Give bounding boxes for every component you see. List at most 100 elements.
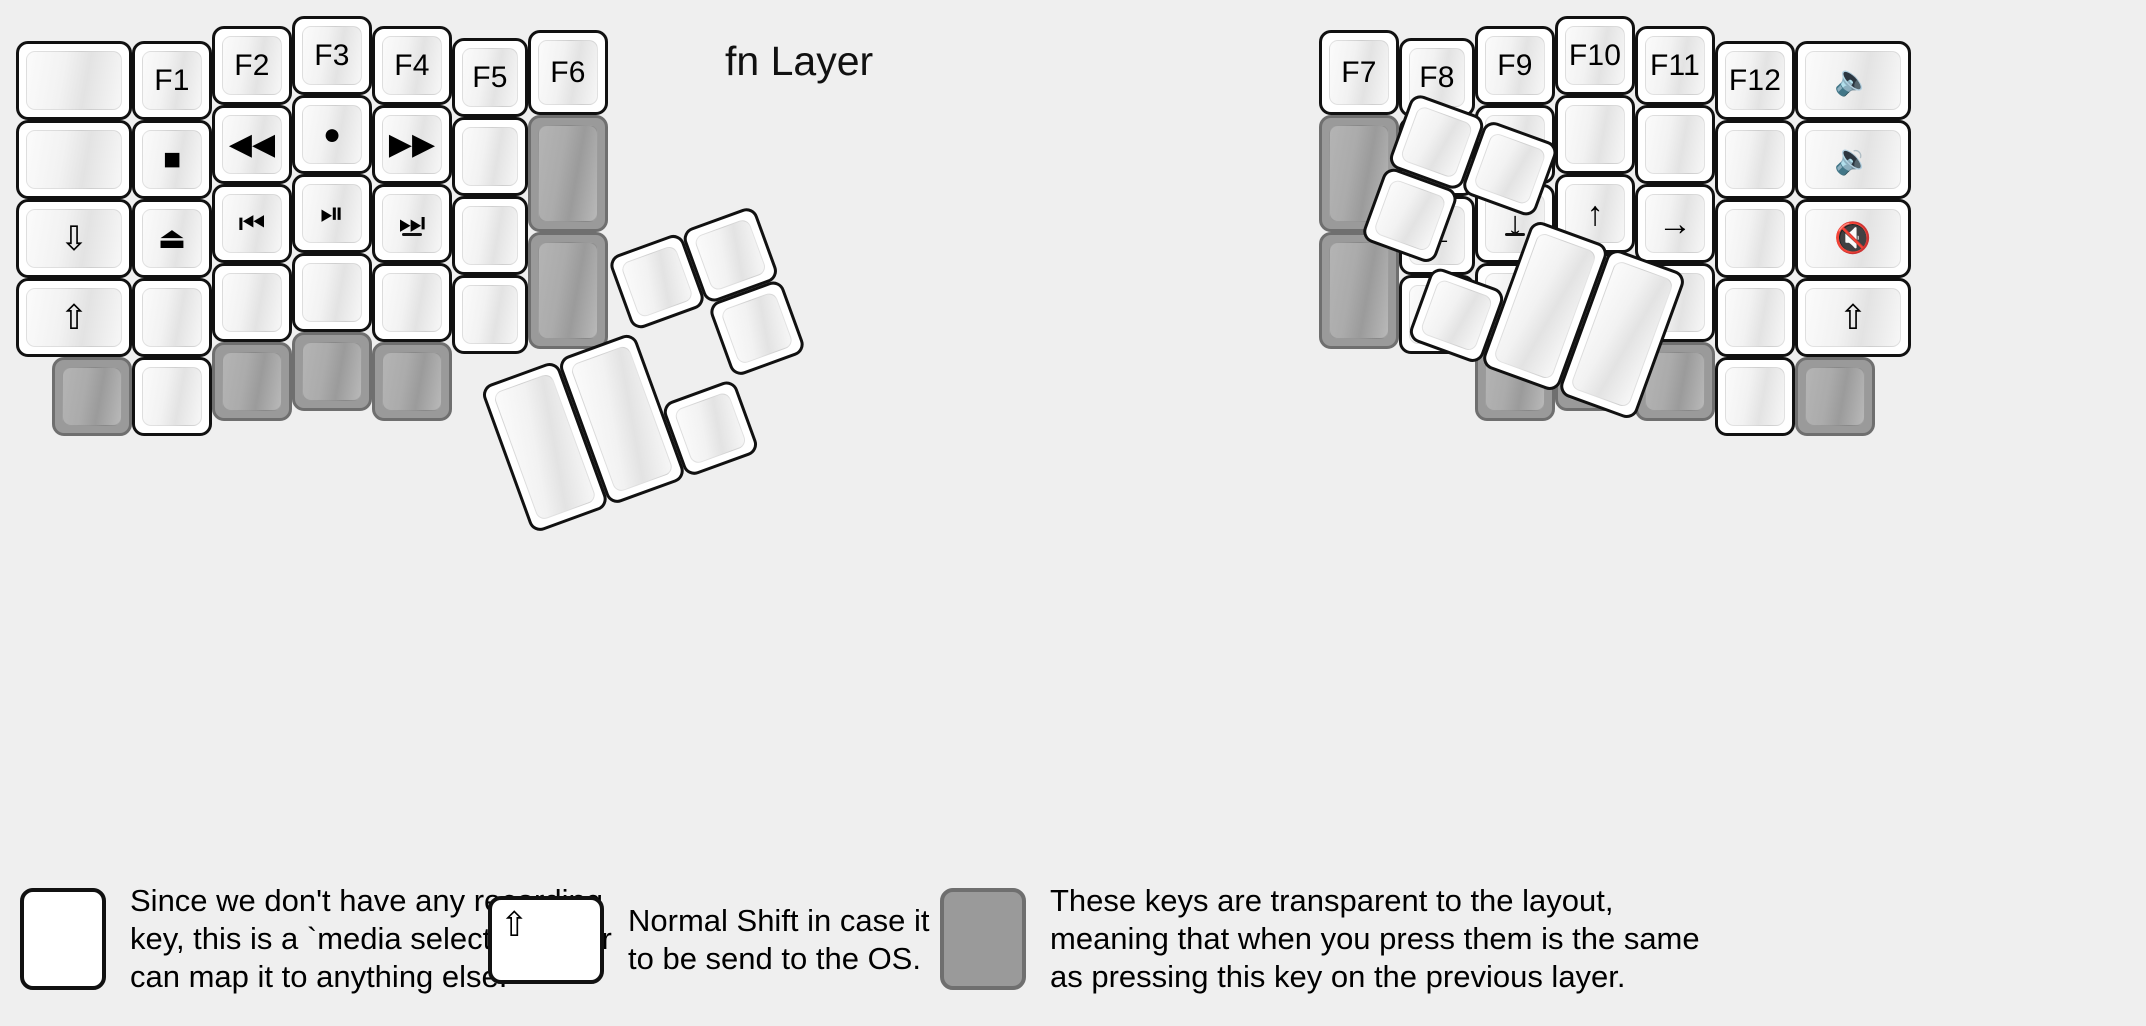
key-left-c4-r1-fast-forward[interactable]: ▶▶ (372, 105, 452, 184)
keycap-face: ⇩ (26, 209, 122, 268)
legend-item-transparent: These keys are transparent to the layout… (940, 882, 1700, 995)
keycap-face (619, 244, 695, 319)
legend-tick (402, 233, 422, 236)
key-right-c3-r0-f10[interactable]: F10 (1555, 16, 1635, 95)
legend-key-shift: ⇧ (488, 896, 604, 984)
key-left-c2-r1-rewind[interactable]: ◀◀ (212, 105, 292, 184)
key-label: F1 (154, 63, 190, 97)
key-left-c0-r1[interactable] (16, 120, 132, 199)
key-left-c5-r1[interactable] (452, 117, 528, 196)
key-right-c6-r0-volume-up[interactable]: 🔈 (1795, 41, 1911, 120)
keycap-face: F8 (1409, 48, 1465, 107)
keycap-face (222, 352, 282, 411)
key-right-c3-r1[interactable] (1555, 95, 1635, 174)
key-left-c3-r4-transparent[interactable] (292, 332, 372, 411)
volume-down-icon: 🔉 (1834, 142, 1872, 176)
key-left-c2-r3[interactable] (212, 263, 292, 342)
keycap-face: ⇧ (500, 908, 592, 942)
key-left-c6-r2-transparent-2u[interactable] (528, 232, 608, 349)
keycap-face (1725, 288, 1785, 347)
key-left-c2-r0-f2[interactable]: F2 (212, 26, 292, 105)
key-left-c4-r3[interactable] (372, 263, 452, 342)
key-left-c0-r0[interactable] (16, 41, 132, 120)
key-right-c4-r0-f11[interactable]: F11 (1635, 26, 1715, 105)
keycap-face: ⏏ (142, 209, 202, 268)
keycap-face (1372, 178, 1448, 253)
keycap-face (26, 130, 122, 189)
key-left-c6-r1-transparent-2u[interactable] (528, 115, 608, 232)
key-left-c0-r2-capslock[interactable]: ⇩ (16, 199, 132, 278)
keycap-face (1645, 115, 1705, 174)
keycap-face (1725, 209, 1785, 268)
media-play-pause-icon: ⏯ (320, 196, 344, 230)
key-left-c5-r2[interactable] (452, 196, 528, 275)
keycap-face (1725, 130, 1785, 189)
key-right-c6-r1-volume-down[interactable]: 🔉 (1795, 120, 1911, 199)
keycap-face (382, 352, 442, 411)
arrow-right-icon: → (1658, 204, 1692, 243)
key-left-c5-r0-f5[interactable]: F5 (452, 38, 528, 117)
keycap-face (538, 125, 598, 222)
keycap-face (26, 51, 122, 110)
keycap-face (1472, 131, 1548, 206)
key-left-c4-r4-transparent[interactable] (372, 342, 452, 421)
media-stop-icon: ■ (162, 142, 182, 176)
shift-icon: ⇧ (500, 906, 529, 944)
keycap-face: → (1645, 194, 1705, 253)
media-previous-icon: ⏮ (238, 206, 266, 240)
key-left-c2-r4-transparent[interactable] (212, 342, 292, 421)
key-right-c6-r3-shift[interactable]: ⇧ (1795, 278, 1911, 357)
legend: Since we don't have any recording key, t… (0, 866, 2146, 1026)
key-right-c5-r4[interactable] (1715, 357, 1795, 436)
keycap-face (1329, 242, 1389, 339)
key-left-c1-r3[interactable] (132, 278, 212, 357)
keycap-face: 🔉 (1805, 130, 1901, 189)
key-left-c2-r2-previous[interactable]: ⏮ (212, 184, 292, 263)
key-right-c0-r0-f7[interactable]: F7 (1319, 30, 1399, 115)
keycap-face (302, 263, 362, 322)
key-right-c5-r0-f12[interactable]: F12 (1715, 41, 1795, 120)
keycap-face: ● (302, 105, 362, 164)
keycap-face: ⏭ (382, 194, 442, 253)
page-title: fn Layer (725, 38, 874, 84)
key-left-c3-r3[interactable] (292, 253, 372, 332)
key-left-c1-r2-eject[interactable]: ⏏ (132, 199, 212, 278)
key-left-c0-r3-shift[interactable]: ⇧ (16, 278, 132, 357)
key-right-c6-r4-transparent[interactable] (1795, 357, 1875, 436)
key-right-c5-r2[interactable] (1715, 199, 1795, 278)
key-left-c1-r0-f1[interactable]: F1 (132, 41, 212, 120)
keycap-face (142, 367, 202, 426)
key-right-c4-r2-arrow-right[interactable]: → (1635, 184, 1715, 263)
key-label: F3 (314, 38, 350, 72)
key-right-c2-r0-f9[interactable]: F9 (1475, 26, 1555, 105)
key-left-c1-r4[interactable] (132, 357, 212, 436)
keycap-face (222, 273, 282, 332)
key-label: F7 (1341, 55, 1377, 89)
key-right-c4-r1[interactable] (1635, 105, 1715, 184)
keycap-face: F2 (222, 36, 282, 95)
key-left-c3-r1-record[interactable]: ● (292, 95, 372, 174)
key-right-c6-r2-volume-mute[interactable]: 🔇 (1795, 199, 1911, 278)
key-left-c5-r3[interactable] (452, 275, 528, 354)
legend-key-transparent (940, 887, 1026, 990)
key-left-c6-r0-f6[interactable]: F6 (528, 30, 608, 115)
key-left-c1-r1-stop[interactable]: ■ (132, 120, 212, 199)
key-label: F8 (1419, 60, 1455, 94)
key-left-c3-r2-play-pause[interactable]: ⏯ (292, 174, 372, 253)
key-right-c0-r2-transparent-2u[interactable] (1319, 232, 1399, 349)
keycap-face (1399, 104, 1474, 180)
key-right-c5-r3[interactable] (1715, 278, 1795, 357)
keycap-face (382, 273, 442, 332)
key-label: F4 (394, 48, 430, 82)
key-right-c5-r1[interactable] (1715, 120, 1795, 199)
keycap-face: F10 (1565, 26, 1625, 85)
key-left-c3-r0-f3[interactable]: F3 (292, 16, 372, 95)
keycap-face (719, 291, 795, 366)
key-left-c4-r0-f4[interactable]: F4 (372, 26, 452, 105)
key-label: F6 (550, 55, 586, 89)
keycap-face: F3 (302, 26, 362, 85)
keycap-face (462, 127, 518, 186)
key-left-c4-r2-next[interactable]: ⏭ (372, 184, 452, 263)
key-left-c0-r4-transparent[interactable] (52, 357, 132, 436)
keycap-face (1725, 367, 1785, 426)
